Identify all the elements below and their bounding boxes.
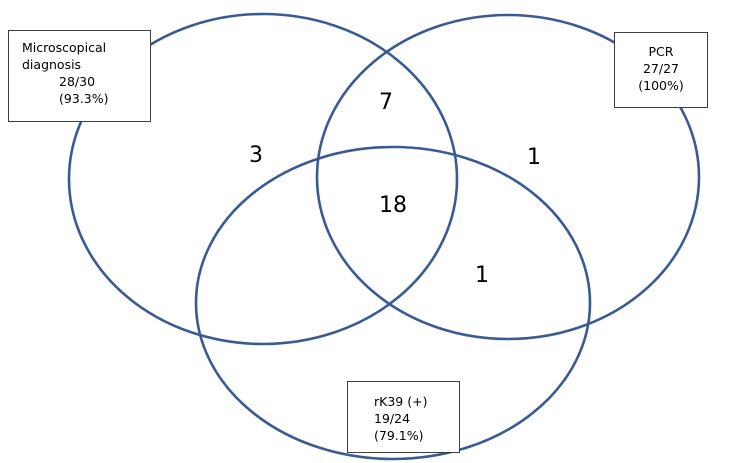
microscopy-fraction: 28/30 (59, 74, 96, 89)
pcr-ellipse (315, 13, 701, 341)
microscopy-ellipse (67, 12, 459, 346)
count-microscopy-only: 3 (249, 143, 263, 168)
rk39-label-box: rK39 (+) 19/24 (79.1%) (347, 381, 460, 453)
rk39-percent: (79.1%) (374, 428, 424, 443)
rk39-fraction: 19/24 (374, 411, 411, 426)
rk39-ellipse (194, 145, 592, 461)
microscopy-label-line2: diagnosis (22, 57, 82, 72)
count-pcr-only: 1 (527, 145, 541, 170)
microscopy-label-line1: Microscopical (22, 40, 107, 55)
count-pcr-rk39: 1 (475, 263, 489, 288)
count-microscopy-pcr: 7 (379, 90, 393, 115)
microscopy-label-box: Microscopical diagnosis 28/30 (93.3%) (8, 30, 151, 122)
pcr-percent: (100%) (638, 78, 684, 93)
count-all-three: 18 (379, 193, 407, 218)
pcr-label-box: PCR 27/27 (100%) (614, 32, 708, 108)
pcr-fraction: 27/27 (642, 61, 680, 76)
microscopy-percent: (93.3%) (59, 91, 109, 106)
rk39-label: rK39 (+) (374, 394, 428, 409)
pcr-label: PCR (648, 44, 674, 59)
